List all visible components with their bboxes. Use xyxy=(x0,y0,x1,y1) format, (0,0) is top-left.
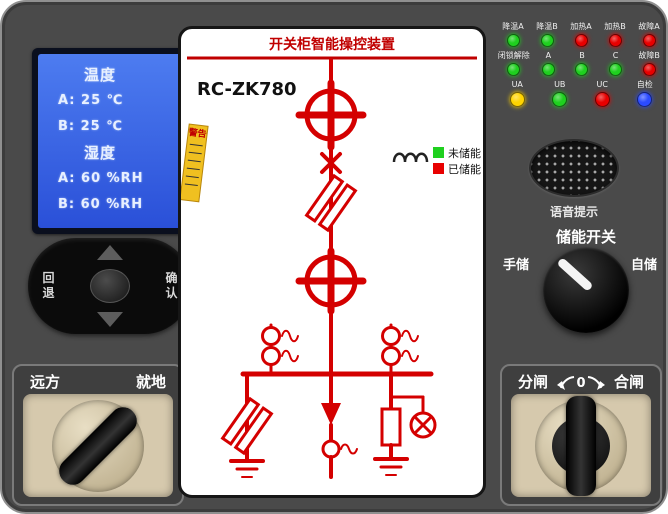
led-自检: 自检 xyxy=(630,80,660,107)
open-label: 分闸 xyxy=(518,373,549,391)
led-UA: UA xyxy=(502,80,532,107)
close-label: 合闸 xyxy=(613,373,644,391)
led-grid: 降温A 降温B 加热A 加热B 故障A 闭锁解除 A B C 故障B UA UB UC 自检 xyxy=(496,22,666,111)
led-label: 降温B xyxy=(536,22,558,31)
led-label: 降温A xyxy=(502,22,524,31)
led-UB: UB xyxy=(545,80,575,107)
led-label: UC xyxy=(596,80,608,89)
led-indicator-green xyxy=(541,63,555,76)
led-故障A: 故障A xyxy=(634,22,664,47)
remote-local-switch: 远方 就地 xyxy=(12,364,184,506)
lcd-display: 温度 A: 25 ℃ B: 25 ℃ 湿度 A: 60 %RH B: 60 %R… xyxy=(32,48,192,234)
led-label: C xyxy=(612,51,619,60)
lcd-temp-header: 温度 xyxy=(84,66,117,84)
legend-charged-label: 已储能 xyxy=(448,162,481,176)
open-close-switch: 分闸 0 合闸 xyxy=(500,364,662,506)
spring-icon xyxy=(392,152,429,163)
legend-green-swatch xyxy=(433,147,444,158)
zero-mark: 0 xyxy=(576,376,585,391)
led-indicator-green xyxy=(507,63,521,76)
led-B: B xyxy=(567,51,597,76)
remote-local-knob-handle[interactable] xyxy=(53,401,143,490)
open-close-knob-handle[interactable] xyxy=(566,395,596,496)
speaker-grille-icon xyxy=(529,139,619,197)
warning-title: 警告 xyxy=(188,126,207,140)
led-indicator-red xyxy=(642,34,656,47)
led-indicator-red xyxy=(594,92,610,107)
lcd-screen: 温度 A: 25 ℃ B: 25 ℃ 湿度 A: 60 %RH B: 60 %R… xyxy=(38,54,186,228)
auto-charge-label: 自储 xyxy=(631,258,658,273)
nav-cluster: 回退 确认 xyxy=(28,238,192,334)
lcd-humidity-header: 湿度 xyxy=(84,144,117,162)
up-arrow-icon[interactable] xyxy=(97,245,123,260)
mimic-screen: 开关柜智能操控装置 RC-ZK780 警告 未 xyxy=(178,26,486,498)
led-降温B: 降温B xyxy=(532,22,562,47)
led-闭锁解除: 闭锁解除 xyxy=(498,51,530,76)
led-label: 闭锁解除 xyxy=(497,51,530,60)
rotation-arrows-icon: 0 xyxy=(557,376,605,391)
nav-center-knob[interactable] xyxy=(90,269,130,303)
led-A: A xyxy=(533,51,563,76)
led-indicator-green xyxy=(540,34,554,47)
charge-legend: 未储能 已储能 xyxy=(392,146,481,176)
legend-red-swatch xyxy=(433,163,444,174)
led-row: UA UB UC 自检 xyxy=(496,80,666,107)
lcd-humidity-b: B: 60 %RH xyxy=(58,197,144,212)
led-indicator-red xyxy=(608,34,622,47)
open-close-pad xyxy=(511,394,651,497)
lcd-temp-b: B: 25 ℃ xyxy=(58,119,123,134)
remote-local-pad xyxy=(23,394,173,497)
remote-label: 远方 xyxy=(30,373,61,391)
led-降温A: 降温A xyxy=(498,22,528,47)
manual-charge-label: 手储 xyxy=(503,258,530,273)
mimic-title: 开关柜智能操控装置 xyxy=(269,36,395,53)
led-C: C xyxy=(601,51,631,76)
back-button[interactable]: 回退 xyxy=(42,271,55,300)
charge-switch-knob[interactable] xyxy=(543,247,629,333)
led-label: 加热A xyxy=(570,22,592,31)
led-indicator-red xyxy=(574,34,588,47)
led-row: 降温A 降温B 加热A 加热B 故障A xyxy=(496,22,666,47)
led-indicator-blue xyxy=(637,92,653,107)
led-加热A: 加热A xyxy=(566,22,596,47)
local-label: 就地 xyxy=(135,373,166,391)
led-label: 故障B xyxy=(638,51,660,60)
led-label: B xyxy=(579,51,585,60)
led-加热B: 加热B xyxy=(600,22,630,47)
led-label: 故障A xyxy=(638,22,660,31)
single-line-diagram: 开关柜智能操控装置 RC-ZK780 警告 未 xyxy=(181,36,481,479)
led-label: 加热B xyxy=(604,22,626,31)
led-row: 闭锁解除 A B C 故障B xyxy=(496,51,666,76)
led-label: A xyxy=(545,51,552,60)
remote-local-knob-base xyxy=(52,399,144,492)
charge-knob-pointer xyxy=(556,257,594,292)
open-close-knob-base xyxy=(535,395,627,496)
legend-not-charged-label: 未储能 xyxy=(448,146,481,160)
circuit-drawing xyxy=(220,58,437,479)
lcd-temp-a: A: 25 ℃ xyxy=(58,93,124,108)
voice-prompt-label: 语音提示 xyxy=(549,205,598,219)
led-indicator-green xyxy=(506,34,520,47)
led-indicator-green xyxy=(609,63,623,76)
led-label: UB xyxy=(554,80,566,89)
led-indicator-red xyxy=(642,63,656,76)
led-indicator-green xyxy=(575,63,589,76)
confirm-button[interactable]: 确认 xyxy=(165,271,178,300)
warning-sticker: 警告 xyxy=(181,123,209,203)
lcd-humidity-a: A: 60 %RH xyxy=(58,171,144,186)
model-label: RC-ZK780 xyxy=(197,79,297,100)
led-UC: UC xyxy=(587,80,617,107)
led-indicator-green xyxy=(552,92,568,107)
led-故障B: 故障B xyxy=(634,51,664,76)
led-label: 自检 xyxy=(636,80,653,89)
charge-switch-title: 储能开关 xyxy=(555,228,616,246)
led-indicator-yellow xyxy=(509,92,525,107)
down-arrow-icon[interactable] xyxy=(97,312,123,327)
led-label: UA xyxy=(511,80,523,89)
